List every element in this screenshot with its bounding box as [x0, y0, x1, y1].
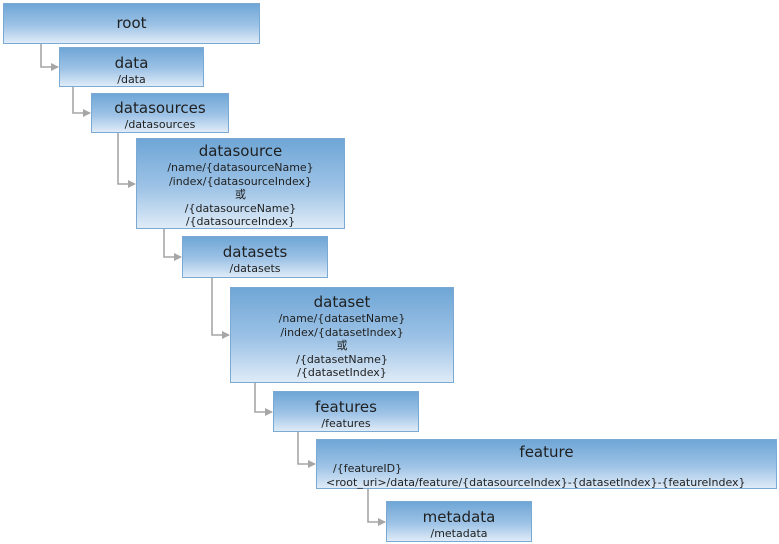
node-dataset-path-index: /index/{datasetIndex} [280, 325, 404, 339]
connector-datasources-to-datasource [117, 133, 136, 188]
node-root-title: root [116, 14, 147, 32]
node-feature-path-uri: <root_uri>/data/feature/{datasourceIndex… [326, 475, 746, 489]
connector-dataset-to-features [254, 383, 273, 416]
node-metadata-path: /metadata [430, 527, 488, 540]
node-feature-path-id: /{featureID} [333, 462, 403, 475]
node-metadata: metadata /metadata [386, 501, 532, 542]
node-dataset: dataset /name/{datasetName} /index/{data… [230, 287, 454, 383]
node-datasets-title: datasets [222, 243, 288, 261]
node-features-path: /features [321, 417, 371, 430]
node-root: root [3, 3, 260, 44]
node-datasets-path: /datasets [229, 262, 281, 275]
node-datasource-path-index: /index/{datasourceIndex} [168, 174, 313, 188]
node-data-path: /data [117, 73, 146, 86]
node-datasource-path-short-index: /{datasourceIndex} [185, 215, 296, 228]
node-feature-title: feature [519, 443, 574, 461]
node-datasets: datasets /datasets [182, 236, 328, 278]
node-datasources-path: /datasources [124, 118, 196, 131]
node-metadata-title: metadata [422, 508, 496, 526]
node-features-title: features [315, 398, 377, 416]
connector-datasource-to-datasets [163, 229, 182, 261]
node-dataset-or: 或 [336, 339, 348, 352]
node-datasources-title: datasources [114, 99, 206, 117]
node-datasource-path-short-name: /{datasourceName} [184, 201, 297, 215]
node-dataset-path-name: /name/{datasetName} [278, 312, 406, 325]
connector-data-to-datasources [72, 87, 91, 117]
node-data: data /data [59, 47, 204, 87]
node-datasource-path-name: /name/{datasourceName} [167, 161, 314, 174]
node-dataset-path-short-index: /{datasetIndex} [297, 366, 387, 379]
node-feature: feature /{featureID} <root_uri>/data/fea… [316, 439, 777, 489]
connector-feature-to-metadata [367, 489, 386, 526]
connector-datasets-to-dataset [211, 278, 230, 339]
node-datasources: datasources /datasources [91, 93, 229, 133]
node-datasource-or: 或 [235, 188, 246, 201]
connector-root-to-data [40, 44, 59, 71]
connector-features-to-feature [297, 432, 316, 468]
node-data-title: data [114, 54, 149, 72]
node-datasource: datasource /name/{datasourceName} /index… [136, 138, 345, 229]
node-dataset-path-short-name: /{datasetName} [296, 352, 388, 366]
node-dataset-title: dataset [313, 293, 371, 311]
node-features: features /features [273, 391, 419, 432]
node-datasource-title: datasource [198, 142, 283, 160]
